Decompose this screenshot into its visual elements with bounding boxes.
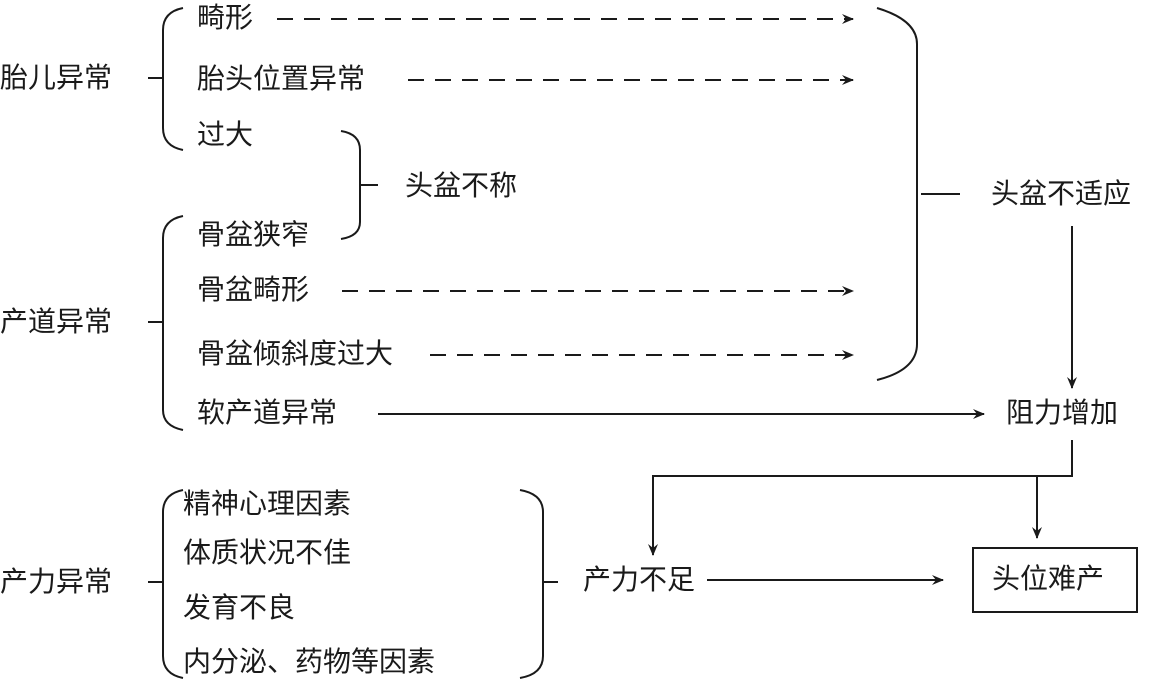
fetal-item: 畸形 <box>197 1 254 34</box>
resistance-connector <box>1037 440 1073 477</box>
force-right-bracket <box>519 489 544 679</box>
maladaptation-bracket <box>876 7 918 381</box>
canal-item: 骨盆倾斜度过大 <box>197 337 394 370</box>
force-item: 内分泌、药物等因素 <box>183 645 436 678</box>
canal-item: 软产道异常 <box>197 396 338 429</box>
fetal-item: 胎头位置异常 <box>197 62 366 95</box>
canal-item: 骨盆畸形 <box>197 273 310 306</box>
canal-item: 骨盆狭窄 <box>197 218 310 251</box>
group-fetal-label: 胎儿异常 <box>0 61 113 94</box>
disproportion-bracket <box>340 130 361 240</box>
group-force-label: 产力异常 <box>0 565 113 598</box>
force-bracket <box>162 489 184 679</box>
node-maladaptation: 头盆不适应 <box>991 177 1132 210</box>
node-resistance: 阻力增加 <box>1006 396 1119 429</box>
group-canal-label: 产道异常 <box>0 305 113 338</box>
outcome-box: 头位难产 <box>972 547 1138 613</box>
node-disproportion: 头盆不称 <box>405 169 518 202</box>
node-outcome: 头位难产 <box>992 562 1105 595</box>
force-item: 发育不良 <box>183 591 296 624</box>
arrow-resistance-to-weak-force <box>648 475 1037 556</box>
force-item: 体质状况不佳 <box>183 536 352 569</box>
fetal-item: 过大 <box>197 118 254 151</box>
node-weak-force: 产力不足 <box>583 563 696 596</box>
fetal-bracket <box>162 7 184 151</box>
force-item: 精神心理因素 <box>183 487 352 520</box>
canal-bracket <box>162 215 184 431</box>
